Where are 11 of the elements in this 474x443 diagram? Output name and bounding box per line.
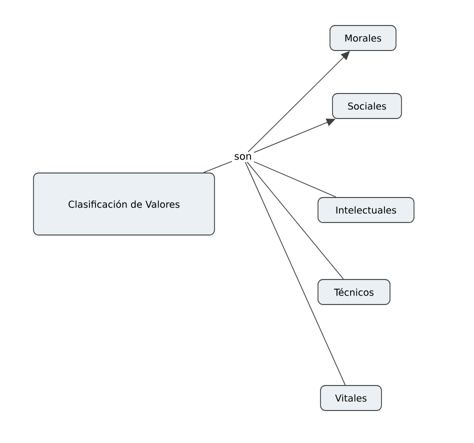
concept-box: Vitales xyxy=(320,385,382,411)
linking-phrase: son xyxy=(234,154,251,160)
concept-box: Sociales xyxy=(332,93,402,119)
concept-box: Intelectuales xyxy=(318,197,414,223)
concept-box: Técnicos xyxy=(318,279,390,305)
connector xyxy=(244,162,346,386)
connector xyxy=(203,160,232,173)
concept-box: Morales xyxy=(330,25,396,51)
concept-box: Clasificación de Valores xyxy=(33,172,215,236)
connector xyxy=(246,162,344,280)
connector xyxy=(254,161,336,198)
